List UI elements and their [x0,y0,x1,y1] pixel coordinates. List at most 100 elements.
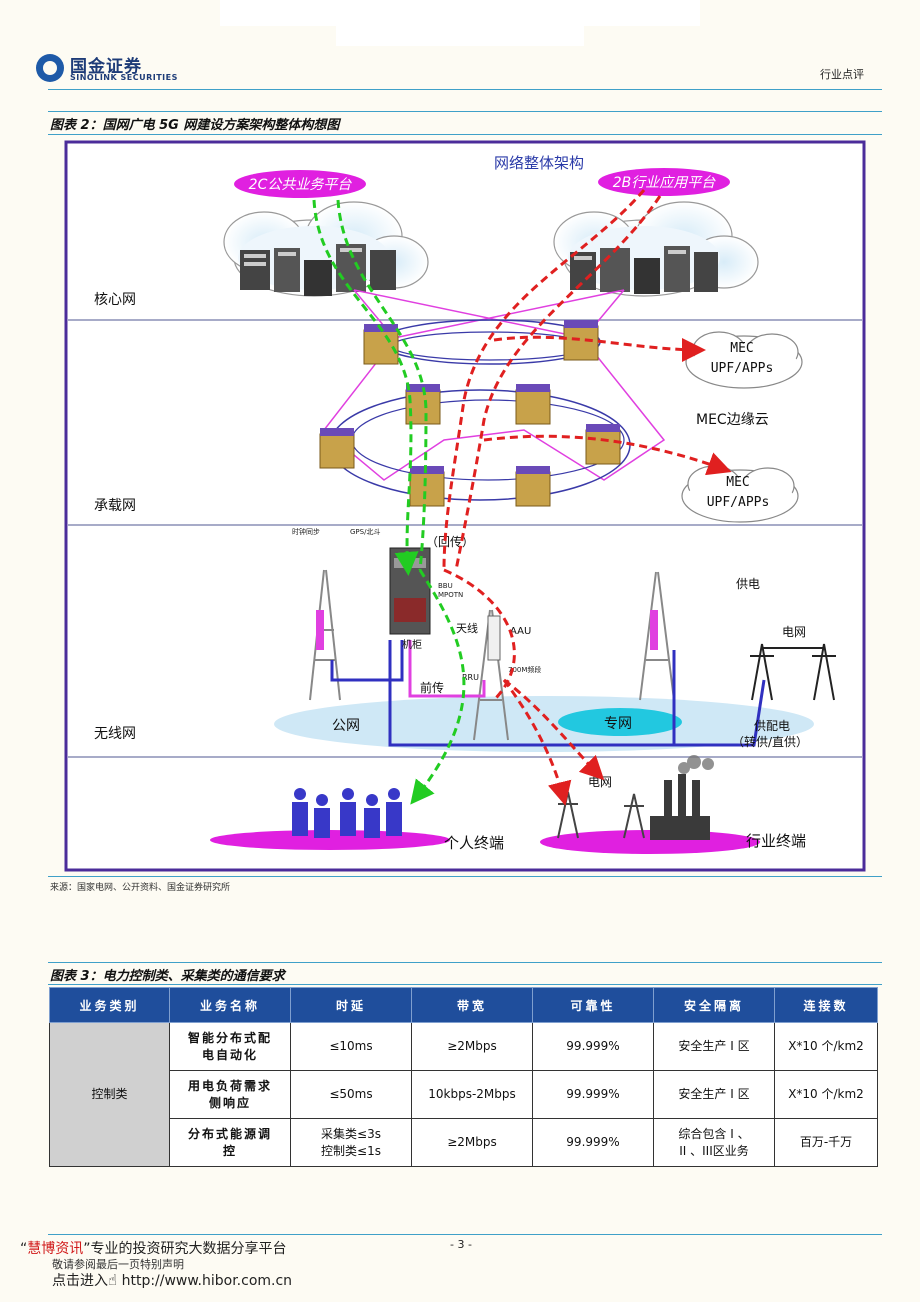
section-label: 行业点评 [820,68,864,81]
footer-disclaimer: 敬请参阅最后一页特别声明 [52,1258,184,1271]
footer-tagline: “慧博资讯”专业的投资研究大数据分享平台 [20,1241,287,1257]
communication-requirements-table: 业务类别 业务名称 时延 带宽 可靠性 安全隔离 连接数 控制类 智能分布式配电… [49,987,878,1167]
antenna-label: 天线 [456,621,478,635]
platform-2c-ellipse [234,170,366,198]
diagram-heading: 网络整体架构 [494,154,584,172]
smoke-icon [678,755,714,774]
header-connections: 连接数 [774,987,878,1023]
hand-cursor-icon: ☝ [108,1271,118,1289]
mec-bottom-line1: MEC [726,475,749,490]
bbu-label: BBU [438,582,453,590]
platform-2c-label: 2C公共业务平台 [249,177,353,193]
industry-terminal-label: 行业终端 [746,832,806,850]
figure3-title: 图表 3：电力控制类、采集类的通信要求 [50,969,285,984]
table-row: 控制类 智能分布式配电自动化 ≤10ms ≥2Mbps 99.999% 安全生产… [49,1022,878,1167]
footer-brand: 慧博资讯 [27,1241,84,1257]
header-latency: 时延 [290,987,412,1023]
power-supply-label: 供电 [736,577,760,591]
bandwidth-cell: ≥2Mbps [411,1118,533,1167]
page-number: - 3 - [450,1238,472,1251]
connections-cell: X*10 个/km2 [774,1070,878,1119]
latency-cell: ≤10ms [290,1022,412,1071]
service-name-cell: 用电负荷需求侧响应 [169,1070,291,1119]
header-name: 业务名称 [169,987,291,1023]
figure2-source: 来源：国家电网、公开资料、国金证券研究所 [50,883,231,893]
layer-core-label: 核心网 [94,292,136,308]
clock-sync-label: 时钟同步 [292,527,320,536]
header-category: 业务类别 [49,987,170,1023]
grid-top-label: 电网 [782,625,806,639]
private-network-ellipse [558,708,682,736]
figure2-top-rule [48,111,882,112]
mpotn-label: MPOTN [438,591,463,599]
pylon-icons-top [750,643,836,701]
grid-bottom-label: 电网 [588,775,612,789]
figure3-title-rule [48,984,882,985]
latency-cell: ≤50ms [290,1070,412,1119]
header-isolation: 安全隔离 [653,987,775,1023]
footer-link[interactable]: 点击进入☝ http://www.hibor.com.cn [52,1271,293,1289]
power-dist-label-1: 供配电 [754,719,790,733]
mec-top-line2: UPF/APPs [711,361,774,376]
band-700m-label: 700M频段 [508,665,541,674]
mec-cloud-top [685,331,803,389]
industry-service-flow [442,189,732,806]
header-bandwidth: 带宽 [411,987,533,1023]
reliability-cell: 99.999% [532,1070,654,1119]
core-cloud-left [223,201,429,297]
isolation-cell: 综合包含 I 、II 、III区业务 [653,1118,775,1167]
aau-label: AAU [510,626,531,637]
layer-bearer-label: 承载网 [94,498,136,514]
reliability-cell: 99.999% [532,1022,654,1071]
factory-icon [650,774,710,840]
public-network-label: 公网 [332,718,360,734]
rru-label: RRU [462,673,479,682]
service-name-cell: 智能分布式配电自动化 [169,1022,291,1071]
layer-wireless-label: 无线网 [94,726,136,742]
top-blank-block [220,0,700,26]
public-service-flow [312,199,466,805]
people-icons [292,788,402,838]
mec-bottom-line2: UPF/APPs [707,495,770,510]
mec-edge-label: MEC边缘云 [696,412,769,428]
private-network-label: 专网 [604,716,632,732]
figure2-title-rule [48,134,882,135]
backhaul-label: （回传） [426,534,474,549]
bandwidth-cell: ≥2Mbps [411,1022,533,1071]
power-dist-label-2: （转供/直供） [732,734,808,749]
personal-terminal-label: 个人终端 [444,834,504,852]
logo-subtext: SINOLINK SECURITIES [70,73,178,82]
mec-top-line1: MEC [730,341,753,356]
bandwidth-cell: 10kbps-2Mbps [411,1070,533,1119]
tower-right [639,571,675,701]
category-cell: 控制类 [49,1022,170,1167]
header-rule [48,89,882,90]
footer-rule [48,1234,882,1235]
fronthaul-label: 前传 [420,680,444,695]
platform-2b-ellipse [598,168,730,196]
service-name-cell: 分布式能源调控 [169,1118,291,1167]
logo-icon [36,54,64,82]
figure2-bottom-rule [48,876,882,877]
figure2-title: 图表 2：国网广电 5G 网建设方案架构整体构想图 [50,118,340,133]
network-architecture-diagram: 网络整体架构 2C公共业务平台 2B行业应用平台 [64,140,866,872]
platform-2b-label: 2B行业应用平台 [613,175,717,191]
fronthaul-cabling [330,640,766,747]
logo-text: 国金证券 [70,57,142,77]
isolation-cell: 安全生产 I 区 [653,1070,775,1119]
figure3-top-rule [48,962,882,963]
core-cloud-right [553,201,759,297]
isolation-cell: 安全生产 I 区 [653,1022,775,1071]
reliability-cell: 99.999% [532,1118,654,1167]
table-row: 用电负荷需求侧响应 ≤50ms 10kbps-2Mbps 99.999% 安全生… [50,1070,878,1119]
header-reliability: 可靠性 [532,987,654,1023]
footer-url[interactable]: http://www.hibor.com.cn [121,1273,293,1289]
table-header-row: 业务类别 业务名称 时延 带宽 可靠性 安全隔离 连接数 [49,987,878,1023]
connections-cell: X*10 个/km2 [774,1022,878,1071]
public-private-network-ellipse [274,696,814,752]
cabinet-label: 机柜 [402,638,422,651]
gps-label: GPS/北斗 [350,528,380,536]
connections-cell: 百万-千万 [774,1118,878,1167]
